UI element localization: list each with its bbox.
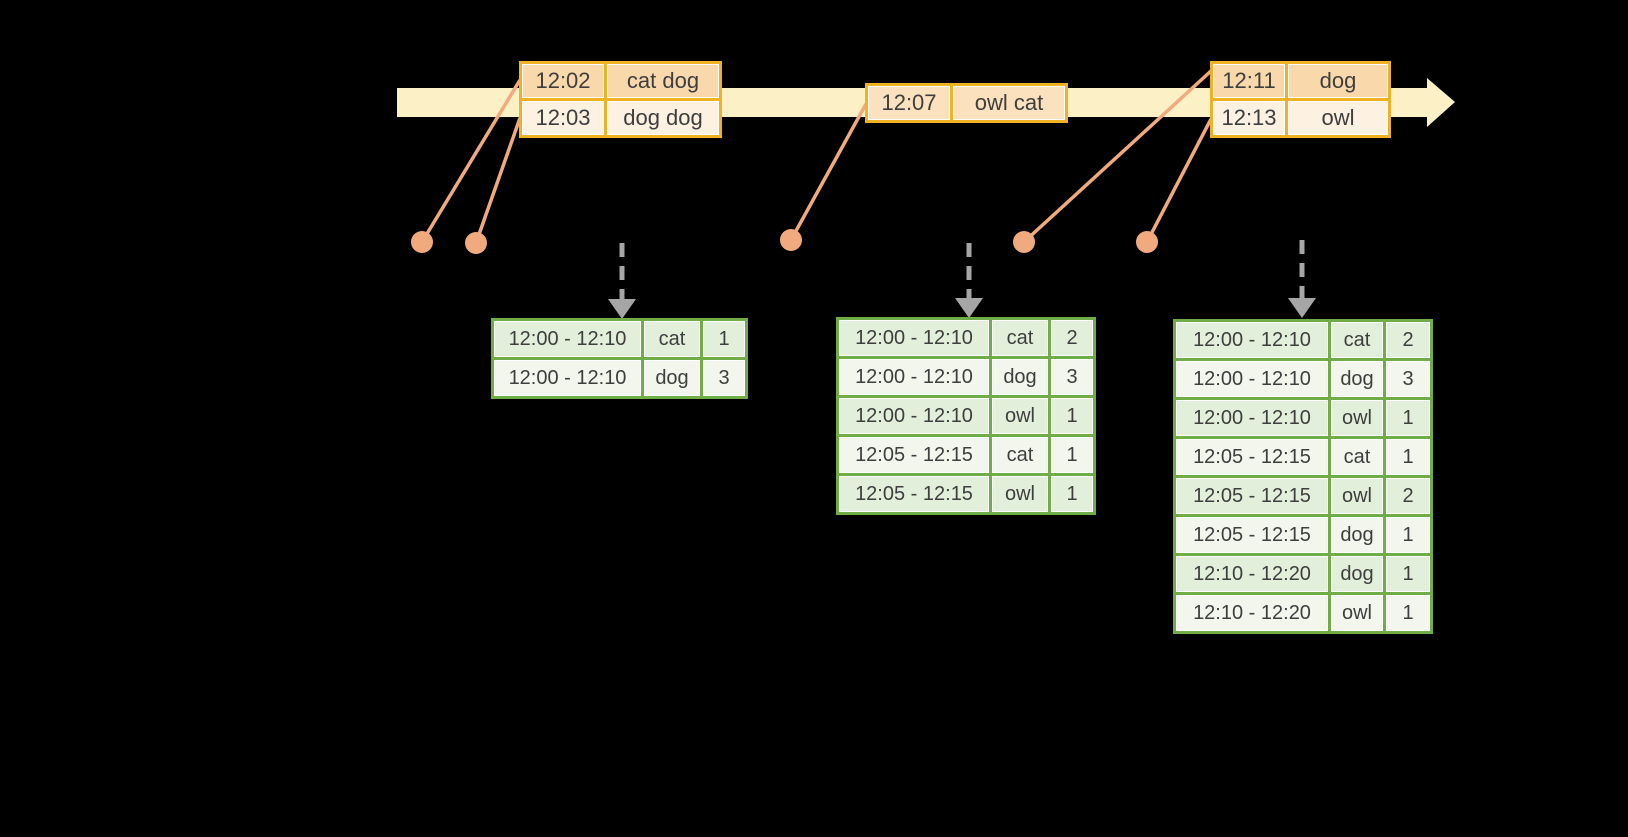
count-cell: 3 [1051,359,1093,395]
event-words-cell: dog [1288,64,1388,98]
result-table-2: 12:00 - 12:10 cat 2 12:00 - 12:10 dog 3 … [836,317,1096,515]
window-cell: 12:00 - 12:10 [839,359,989,395]
trigger-arrow-1 [608,243,636,319]
event-row: 12:03 dog dog [522,101,719,135]
event-dot-1 [411,231,433,253]
result-row: 12:05 - 12:15 dog 1 [1176,517,1430,553]
result-row: 12:00 - 12:10 cat 2 [839,320,1093,356]
result-row: 12:05 - 12:15 cat 1 [839,437,1093,473]
event-table-1: 12:02 cat dog 12:03 dog dog [519,61,722,138]
event-words-cell: owl cat [953,86,1065,120]
event-row: 12:11 dog [1213,64,1388,98]
word-cell: owl [1331,595,1383,631]
trigger-arrow-1-head-icon [608,299,636,319]
event-dot-2 [465,232,487,254]
word-cell: owl [992,398,1048,434]
result-row: 12:05 - 12:15 cat 1 [1176,439,1430,475]
count-cell: 3 [1386,361,1430,397]
count-cell: 2 [1386,478,1430,514]
count-cell: 1 [1051,398,1093,434]
result-row: 12:00 - 12:10 dog 3 [839,359,1093,395]
window-cell: 12:00 - 12:10 [494,321,641,357]
count-cell: 1 [1386,556,1430,592]
window-cell: 12:00 - 12:10 [494,360,641,396]
window-cell: 12:00 - 12:10 [1176,400,1328,436]
event-connector-line-2 [474,117,522,244]
count-cell: 2 [1051,320,1093,356]
word-cell: dog [1331,517,1383,553]
result-row: 12:10 - 12:20 dog 1 [1176,556,1430,592]
count-cell: 1 [703,321,745,357]
window-cell: 12:00 - 12:10 [839,320,989,356]
event-words-cell: dog dog [607,101,719,135]
window-cell: 12:10 - 12:20 [1176,595,1328,631]
count-cell: 2 [1386,322,1430,358]
event-time-cell: 12:11 [1213,64,1285,98]
result-row: 12:00 - 12:10 owl 1 [839,398,1093,434]
result-row: 12:00 - 12:10 owl 1 [1176,400,1430,436]
event-connector-line-5 [1145,118,1213,243]
event-connector-line-4 [1022,69,1213,244]
word-cell: dog [644,360,700,396]
result-row: 12:00 - 12:10 cat 1 [494,321,745,357]
window-cell: 12:00 - 12:10 [839,398,989,434]
word-cell: cat [644,321,700,357]
word-cell: dog [1331,361,1383,397]
word-cell: owl [992,476,1048,512]
result-table-3: 12:00 - 12:10 cat 2 12:00 - 12:10 dog 3 … [1173,319,1433,634]
event-table-3: 12:11 dog 12:13 owl [1210,61,1391,138]
count-cell: 1 [1386,595,1430,631]
result-table-1: 12:00 - 12:10 cat 1 12:00 - 12:10 dog 3 [491,318,748,399]
result-row: 12:00 - 12:10 dog 3 [494,360,745,396]
event-row: 12:02 cat dog [522,64,719,98]
result-row: 12:05 - 12:15 owl 2 [1176,478,1430,514]
window-cell: 12:05 - 12:15 [839,476,989,512]
event-time-cell: 12:02 [522,64,604,98]
window-cell: 12:05 - 12:15 [1176,478,1328,514]
event-connector-line-3 [789,103,868,241]
count-cell: 1 [1386,439,1430,475]
trigger-arrow-2-head-icon [955,298,983,318]
word-cell: cat [992,437,1048,473]
word-cell: dog [1331,556,1383,592]
result-row: 12:05 - 12:15 owl 1 [839,476,1093,512]
event-row: 12:13 owl [1213,101,1388,135]
word-cell: owl [1331,478,1383,514]
window-cell: 12:05 - 12:15 [839,437,989,473]
event-words-cell: cat dog [607,64,719,98]
word-cell: cat [1331,322,1383,358]
count-cell: 1 [1051,437,1093,473]
event-table-2: 12:07 owl cat [865,83,1068,123]
event-dot-4 [1013,231,1035,253]
event-words-cell: owl [1288,101,1388,135]
event-time-cell: 12:07 [868,86,950,120]
count-cell: 1 [1386,400,1430,436]
event-connector-line-1 [420,79,522,243]
result-row: 12:00 - 12:10 dog 3 [1176,361,1430,397]
trigger-arrow-2 [955,243,983,318]
window-cell: 12:00 - 12:10 [1176,361,1328,397]
event-time-cell: 12:03 [522,101,604,135]
result-row: 12:00 - 12:10 cat 2 [1176,322,1430,358]
window-cell: 12:00 - 12:10 [1176,322,1328,358]
window-cell: 12:05 - 12:15 [1176,439,1328,475]
count-cell: 1 [1051,476,1093,512]
window-cell: 12:05 - 12:15 [1176,517,1328,553]
word-cell: owl [1331,400,1383,436]
event-dot-3 [780,229,802,251]
result-row: 12:10 - 12:20 owl 1 [1176,595,1430,631]
word-cell: cat [992,320,1048,356]
word-cell: dog [992,359,1048,395]
count-cell: 3 [703,360,745,396]
window-cell: 12:10 - 12:20 [1176,556,1328,592]
count-cell: 1 [1386,517,1430,553]
timeline-arrowhead-icon [1427,78,1455,127]
event-time-cell: 12:13 [1213,101,1285,135]
trigger-arrow-3-head-icon [1288,298,1316,318]
event-dot-5 [1136,231,1158,253]
trigger-arrow-3 [1288,240,1316,318]
event-row: 12:07 owl cat [868,86,1065,120]
word-cell: cat [1331,439,1383,475]
